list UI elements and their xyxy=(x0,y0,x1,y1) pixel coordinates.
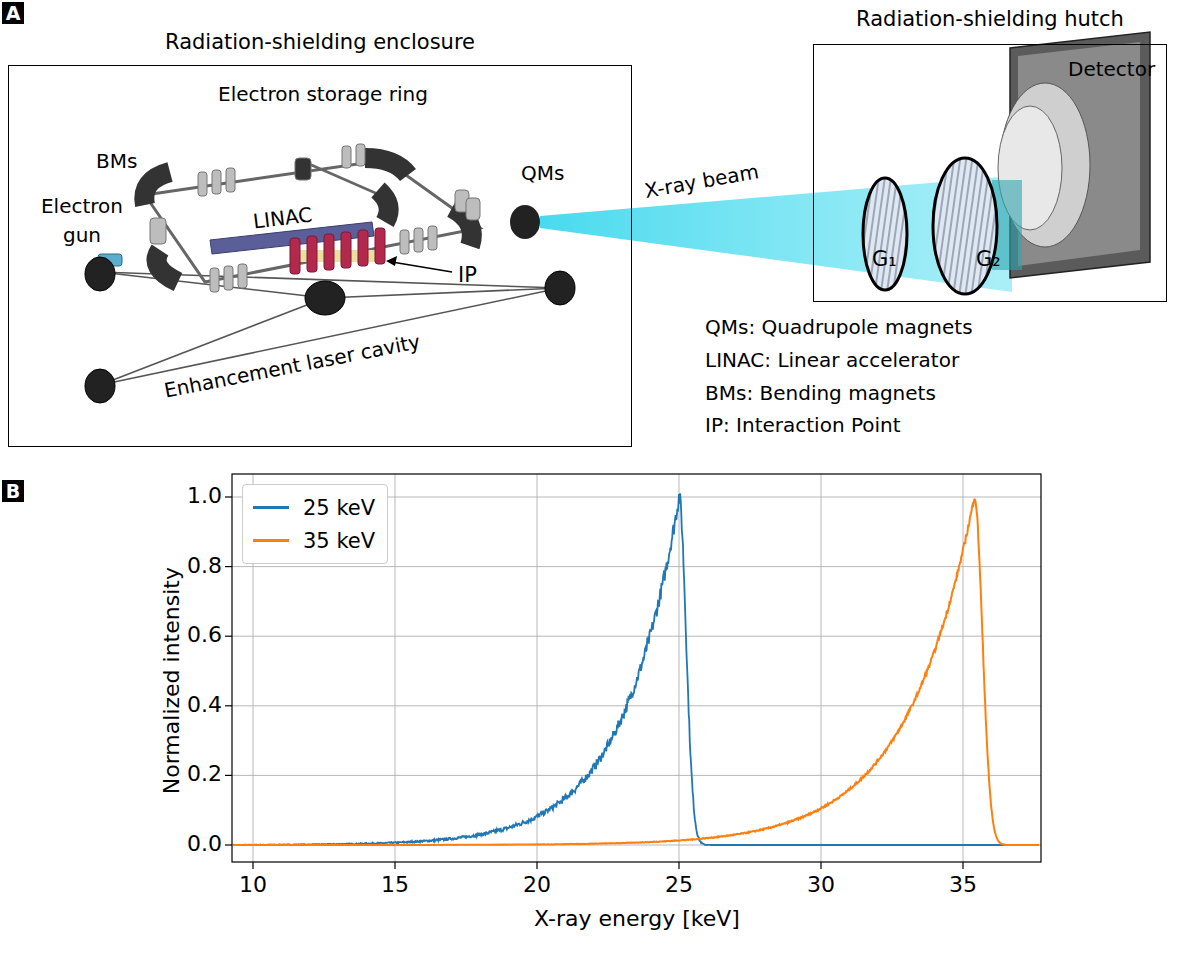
legend-row: 35 keV xyxy=(253,524,375,557)
box-heading: Radiation-shielding hutch xyxy=(856,7,1124,31)
part-name: Enhancement laser cavity xyxy=(162,330,422,402)
tick-label: 30 xyxy=(807,872,835,897)
ring-title: Electron storage ring xyxy=(218,83,428,106)
legend-swatch xyxy=(253,539,289,542)
chart-legend: 25 keV 35 keV xyxy=(242,484,388,564)
part-name: IP xyxy=(458,263,477,287)
abbreviation: LINAC: Linear accelerator xyxy=(705,349,959,372)
abbreviation: BMs: Bending magnets xyxy=(705,382,936,405)
box-heading: Radiation-shielding enclosure xyxy=(165,30,475,54)
axis-title: Normalized intensity xyxy=(159,567,184,794)
cavity-mirrors xyxy=(85,257,575,403)
chart-grid xyxy=(232,474,1041,862)
axis-title: X-ray energy [keV] xyxy=(534,906,740,931)
part-name: G₁ xyxy=(872,247,897,271)
panel-letter: B xyxy=(2,480,24,502)
ip-discs xyxy=(290,228,385,274)
tick-label: 20 xyxy=(523,872,551,897)
tick-label: 0.0 xyxy=(187,831,222,856)
ip-leader xyxy=(392,262,452,272)
abbreviation: QMs: Quadrupole magnets xyxy=(705,316,973,339)
abbreviation: IP: Interaction Point xyxy=(705,414,901,437)
quadrupole-magnets xyxy=(150,144,480,292)
tick-label: 0.2 xyxy=(187,761,222,786)
tick-label: 1.0 xyxy=(187,483,222,508)
legend-row: 25 keV xyxy=(253,491,375,524)
spectrum-curve xyxy=(233,500,1039,846)
legend-text: 25 keV xyxy=(303,496,375,520)
tick-label: 0.8 xyxy=(187,553,222,578)
ip-cylinder xyxy=(290,250,385,262)
legend-text: 35 keV xyxy=(303,529,375,553)
grating-g1 xyxy=(863,178,907,290)
grating-g2 xyxy=(933,158,997,294)
tick-label: 25 xyxy=(665,872,693,897)
tick-label: 35 xyxy=(949,872,977,897)
part-name: Detector xyxy=(1068,58,1155,81)
part-name: QMs xyxy=(521,162,564,185)
plot-frame xyxy=(232,474,1041,862)
shielding-box: Radiation-shielding enclosure xyxy=(8,65,632,447)
tick-label: 10 xyxy=(239,872,267,897)
panel-letter: A xyxy=(2,2,24,24)
part-name: BMs xyxy=(96,150,137,173)
part-name: Electron gun xyxy=(35,192,130,250)
chart-curves xyxy=(233,493,1039,845)
part-name: LINAC xyxy=(252,203,314,233)
output-mirror xyxy=(510,205,540,239)
part-name: G₂ xyxy=(976,247,1001,271)
tick-label: 15 xyxy=(381,872,409,897)
beam-pipe xyxy=(145,160,480,282)
spectrum-curve xyxy=(233,493,1039,845)
tick-label: 0.4 xyxy=(187,692,222,717)
bending-magnets xyxy=(144,158,472,282)
beam-name: X-ray beam xyxy=(643,160,761,203)
legend-swatch xyxy=(253,506,289,509)
tick-label: 0.6 xyxy=(187,622,222,647)
